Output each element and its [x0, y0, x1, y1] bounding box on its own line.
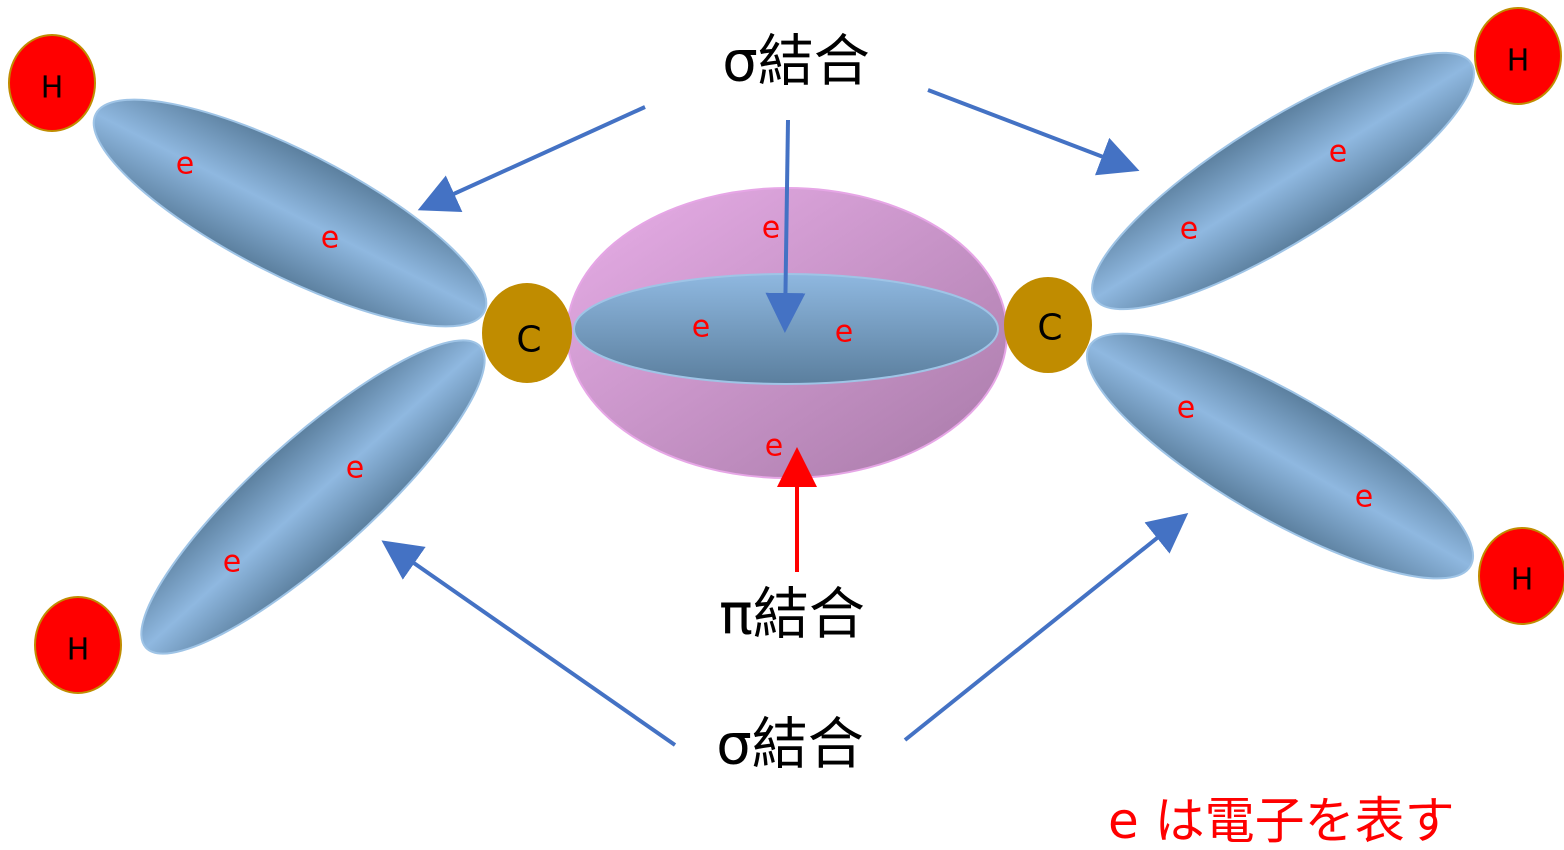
sigma-arrow-bottom-right — [903, 512, 1189, 742]
electron-label: e — [835, 315, 853, 350]
carbon-symbol: C — [1037, 308, 1062, 349]
carbon-atom-right: C — [1004, 277, 1092, 373]
sigma-bond-label-top: σ結合 — [722, 30, 870, 95]
hydrogen-symbol: H — [1507, 44, 1530, 79]
carbon-atom-left: C — [482, 283, 572, 383]
hydrogen-symbol: H — [67, 633, 90, 668]
electron-label: e — [1329, 135, 1347, 170]
hydrogen-atom-top-right: H — [1474, 7, 1562, 105]
hydrogen-atom-top-left: H — [8, 34, 96, 132]
sigma-lobe-right-lower — [1085, 332, 1475, 580]
sigma-arrow-top-right — [927, 88, 1140, 176]
electron-legend: e は電子を表す — [1108, 792, 1455, 850]
sigma-lobe-right-upper — [1091, 51, 1475, 311]
electron-label: e — [176, 147, 194, 182]
pi-bond-label: π結合 — [719, 583, 865, 648]
sigma-arrow-top-left — [417, 105, 646, 212]
carbon-symbol: C — [516, 320, 541, 361]
hydrogen-symbol: H — [1511, 563, 1534, 598]
hydrogen-symbol: H — [41, 71, 64, 106]
electron-label: e — [765, 429, 783, 464]
electron-label: e — [1355, 480, 1373, 515]
hydrogen-atom-bottom-right: H — [1478, 527, 1564, 625]
electron-label: e — [1177, 391, 1195, 426]
sigma-bond-label-bottom: σ結合 — [716, 713, 864, 778]
sigma-arrow-top-center — [765, 119, 806, 333]
electron-label: e — [762, 211, 780, 246]
sigma-lobe-left-upper — [92, 98, 488, 328]
electron-label: e — [321, 221, 339, 256]
sigma-arrow-bottom-left — [381, 540, 677, 747]
hydrogen-atom-bottom-left: H — [34, 596, 122, 694]
electron-label: e — [223, 545, 241, 580]
electron-label: e — [1180, 212, 1198, 247]
electron-label: e — [346, 451, 364, 486]
sigma-lobe-left-lower — [140, 339, 486, 655]
electron-label: e — [692, 310, 710, 345]
